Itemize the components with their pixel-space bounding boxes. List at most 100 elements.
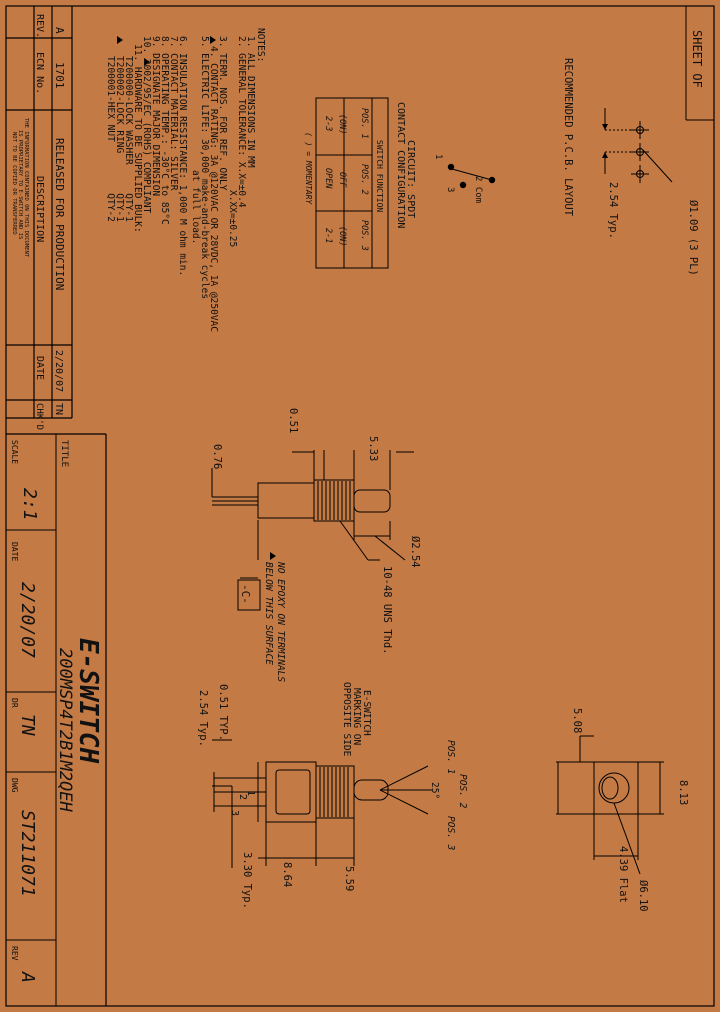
rev-header: REV. xyxy=(34,14,45,38)
pitch-dim: 2.54 Typ. xyxy=(607,182,619,239)
title-label: TITLE xyxy=(59,440,69,467)
pos3-label: POS. 3 xyxy=(445,816,456,851)
angle-label: 25° xyxy=(429,782,440,799)
col-pos1: POS. 1 xyxy=(359,108,369,139)
dim-051: 0.51 xyxy=(287,408,299,433)
datum-c: -C- xyxy=(239,584,252,604)
pcb-layout: RECOMMENDED P.C.B. LAYOUT Ø1.09 (3 PL) 2… xyxy=(562,58,699,276)
dim-610-dia: Ø6.10 xyxy=(637,880,649,912)
rev-value-title: A xyxy=(17,971,38,983)
revision-table: REV. ECN No. DESCRIPTION DATE CHK'D A 17… xyxy=(6,6,73,430)
hardware-1: T200000-LOCK WASHER QTY-1 xyxy=(123,56,134,222)
note-4: 4. CONTACT RATING: 3A @120VAC OR 28VDC, … xyxy=(208,46,219,332)
pos1-label: POS. 1 xyxy=(445,740,456,774)
disclaimer-line-3: NOT TO BE COPIED OR TRANSFERRED xyxy=(11,132,17,235)
note-2b: X.XX=±0.25 xyxy=(227,190,238,247)
dim-076: 0.76 xyxy=(211,444,223,469)
col-pos3: POS. 3 xyxy=(359,220,369,251)
note-1: 1. ALL DIMENSIONS IN MM xyxy=(245,36,256,168)
note-3: 3. TERM. NOS. FOR REF. ONLY xyxy=(217,36,228,191)
com-label: 2 Com xyxy=(473,176,483,203)
ecn-value: 1701 xyxy=(53,62,66,89)
marking-3: OPPOSITE SIDE xyxy=(341,682,352,757)
switch-function-label: SWITCH FUNCTION xyxy=(375,140,384,212)
term3-label: 3 xyxy=(445,187,455,192)
dim-254-dia: Ø2.54 xyxy=(409,536,421,568)
dim-508: 5.08 xyxy=(571,708,583,733)
note-5b: at full load. xyxy=(190,170,201,244)
ecn-header: ECN No. xyxy=(34,52,45,94)
designate-triangle-4 xyxy=(210,36,216,44)
date-header: DATE xyxy=(34,356,45,380)
disclaimer-line-1: THE INFORMATION CONTAINED ON THIS DOCUME… xyxy=(23,118,29,258)
designate-triangle-11 xyxy=(117,36,123,44)
sheet-border xyxy=(5,5,715,1007)
rev-value: A xyxy=(53,27,66,34)
note-10: 10. 2002/95/EC (ROHS) COMPLIANT xyxy=(141,36,152,214)
marking-2: MARKING ON xyxy=(351,688,362,745)
cell-r1c3: (ON) xyxy=(337,226,347,246)
dim-051-typ: 0.51 TYP. xyxy=(217,684,229,741)
cell-r2c2: OPEN xyxy=(323,168,333,189)
momentary-footnote: ( ) = MOMENTARY xyxy=(304,132,313,205)
dwg-value: ST211071 xyxy=(17,810,38,897)
note-8: 8. OPERATING TEMP.: -30°C to 85°C xyxy=(159,36,170,225)
dim-533: 5.33 xyxy=(367,436,379,461)
hardware-2: T200002-LOCK RING QTY-1 xyxy=(114,56,125,222)
dim-559: 5.59 xyxy=(343,866,355,891)
note-11: 11. HARDWARE TO BE SUPPLIED BULK: xyxy=(132,44,143,233)
front-view: POS. 1 POS. 2 POS. 3 25° 0.51 TYP. 2.54 … xyxy=(197,684,468,909)
dr-value: TN xyxy=(17,714,38,736)
dim-330-typ: 3.30 Typ. xyxy=(241,852,253,909)
cell-r1c2: OFF xyxy=(337,172,347,188)
pos2-label: POS. 2 xyxy=(457,774,468,809)
spdt-schematic: 2 Com 1 3 xyxy=(433,154,496,203)
rev-label-title: REV xyxy=(10,946,19,961)
designate-triangle-9 xyxy=(144,58,150,66)
marking-1: E-SWITCH xyxy=(361,690,372,736)
dim-813: 8.13 xyxy=(677,780,689,805)
cell-r2c3: 2-1 xyxy=(323,228,333,243)
term-3: 3 xyxy=(229,810,240,816)
end-view: 5.08 8.13 4.39 Flat Ø6.10 xyxy=(556,708,689,912)
note-6: 6. INSULATION RESISTANCE: 1,000 M ohm mi… xyxy=(177,36,188,276)
config-table-frame xyxy=(315,97,389,269)
dr-label: DR xyxy=(10,698,19,708)
scale-label: SCALE xyxy=(10,440,19,464)
epoxy-note-1: NO EPOXY ON TERMINALS xyxy=(275,561,286,682)
hardware-3: T200001-HEX NUT QTY-2 xyxy=(105,56,116,222)
note-7: 7. CONTACT MATERIAL: SILVER xyxy=(168,36,179,191)
thread-spec: 10-48 UNS Thd. xyxy=(381,566,393,655)
note-2: 2. GENERAL TOLERANCE: X.X=±0.4 xyxy=(236,36,247,208)
contact-config-heading: CONTACT CONFIGURATION xyxy=(395,102,406,228)
chkd-value: TN xyxy=(53,403,64,415)
scale-value: 2:1 xyxy=(19,488,40,521)
dim-864: 8.64 xyxy=(281,862,293,887)
col-pos2: POS. 2 xyxy=(359,164,369,195)
date-value-title: 2/20/07 xyxy=(17,582,38,658)
side-view: 0.51 0.76 5.33 Ø2.54 10-48 UNS Thd. -C- … xyxy=(211,408,421,757)
note-5: 5. ELECTRIC LIFE: 30,000 make-and-break … xyxy=(199,36,210,299)
drawing-title: 200MSP4T2B1M2QEH xyxy=(55,648,75,813)
title-block: TITLE 200MSP4T2B1M2QEH E-SWITCH SCALE 2:… xyxy=(6,433,107,1006)
disclaimer-line-2: IS PROPRIETARY TO E-SWITCH AND IS xyxy=(17,130,23,239)
description-header: DESCRIPTION xyxy=(34,176,45,242)
term-2: 2 xyxy=(237,794,248,800)
dwg-label: DWG xyxy=(10,778,19,793)
cell-r1c1: (ON) xyxy=(337,114,347,134)
date-label: DATE xyxy=(10,542,19,561)
hole-dim: Ø1.09 (3 PL) xyxy=(687,200,699,276)
dim-254-typ: 2.54 Typ. xyxy=(197,690,209,747)
chkd-header: CHK'D xyxy=(34,403,44,430)
notes: NOTES: 1. ALL DIMENSIONS IN MM 2. GENERA… xyxy=(105,28,266,332)
term1-label: 1 xyxy=(433,154,443,159)
term-1: 1 xyxy=(245,790,256,796)
sheet-of-label: SHEET OF xyxy=(690,30,704,88)
notes-heading: NOTES: xyxy=(255,28,266,62)
date-value: 2/20/07 xyxy=(53,350,64,392)
brand-logo-text: E-SWITCH xyxy=(73,638,103,764)
epoxy-triangle xyxy=(270,552,276,560)
contact-config: CIRCUIT: SPDT CONTACT CONFIGURATION SWIT… xyxy=(304,97,416,269)
dim-439-flat: 4.39 Flat xyxy=(617,846,629,903)
